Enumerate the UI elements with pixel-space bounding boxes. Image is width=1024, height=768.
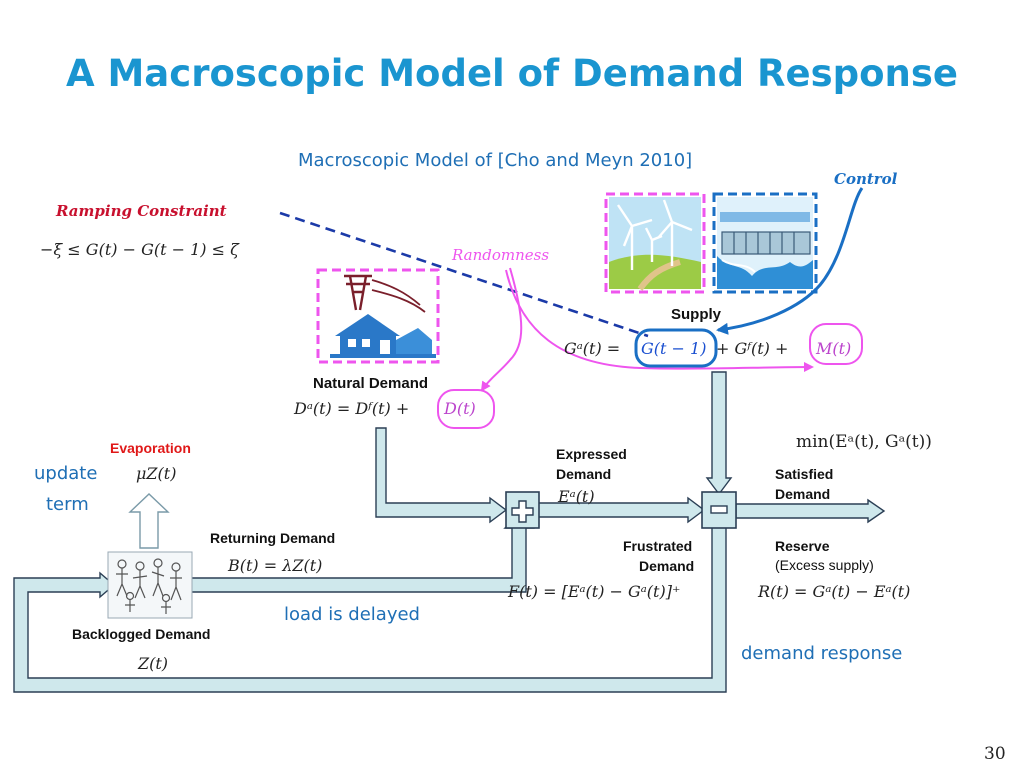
operator-minus-box [701, 491, 737, 529]
slide-title: A Macroscopic Model of Demand Response [65, 52, 959, 95]
expressed-demand-label-1: Expressed [556, 446, 627, 462]
min-equation: min(Eᵃ(t), Gᵃ(t)) [796, 432, 932, 452]
update-arrow [128, 493, 170, 549]
supply-pipe [705, 371, 733, 496]
wind-turbine-icon [604, 192, 706, 294]
supply-equation-lhs: Gᵃ(t) = [564, 339, 621, 358]
m-t-highlight [809, 323, 863, 365]
backlogged-demand-label: Backlogged Demand [72, 626, 211, 642]
evaporation-label: Evaporation [110, 440, 191, 456]
satisfied-demand-label-1: Satisfied [775, 466, 834, 482]
ramping-equation: −ξ ≤ G(t) − G(t − 1) ≤ ζ [40, 240, 239, 259]
returning-demand-label: Returning Demand [210, 530, 336, 546]
returning-demand-pipe [181, 514, 535, 593]
g-t-minus-1-highlight [634, 328, 718, 368]
supply-equation-m: M(t) [816, 339, 852, 358]
supply-equation-mid: + Gᶠ(t) + [716, 339, 789, 358]
load-delayed-note: load is delayed [284, 604, 420, 625]
randomness-annotation: Randomness [452, 246, 550, 264]
frustrated-loop-pipe [13, 526, 727, 693]
slide-subtitle: Macroscopic Model of [Cho and Meyn 2010] [298, 150, 693, 171]
satisfied-demand-label-2: Demand [775, 486, 831, 502]
supply-label: Supply [671, 306, 722, 323]
control-arrow [716, 187, 864, 335]
frustrated-equation: F(t) = [Eᵃ(t) − Gᵃ(t)]⁺ [508, 582, 681, 601]
expressed-demand-pipe [537, 496, 706, 524]
returning-equation: B(t) = λZ(t) [228, 556, 323, 575]
demand-equation-d: D(t) [444, 399, 476, 418]
frustrated-demand-label-1: Frustrated [623, 538, 693, 554]
reserve-sub-label: (Excess supply) [775, 557, 874, 573]
satisfied-demand-pipe [735, 498, 886, 524]
backlog-crowd-icon [107, 551, 193, 619]
page-number: 30 [984, 744, 1006, 764]
backlogged-equation: Z(t) [138, 654, 169, 673]
ramping-dashed-line [279, 211, 649, 338]
flow-pipes [13, 371, 886, 693]
reserve-label: Reserve [775, 538, 830, 554]
reserve-equation: R(t) = Gᵃ(t) − Eᵃ(t) [758, 582, 911, 601]
house-powerline-icon [316, 268, 440, 364]
ramping-constraint-annotation: Ramping Constraint [56, 202, 227, 220]
evaporation-equation: μZ(t) [136, 464, 177, 483]
operator-plus-box [505, 491, 540, 529]
update-note-line2: term [46, 494, 89, 515]
demand-response-note: demand response [741, 643, 903, 664]
update-note-line1: update [34, 463, 98, 484]
d-t-highlight [437, 389, 495, 429]
control-annotation: Control [834, 170, 898, 188]
demand-equation-lhs: Dᵃ(t) = Dᶠ(t) + [294, 399, 410, 418]
natural-demand-pipe [375, 427, 508, 524]
natural-demand-label: Natural Demand [313, 375, 429, 392]
randomness-arrow-supply [505, 269, 814, 373]
expressed-equation: Eᵃ(t) [558, 487, 595, 506]
frustrated-demand-label-2: Demand [639, 558, 695, 574]
expressed-demand-label-2: Demand [556, 466, 612, 482]
hydro-dam-icon [712, 192, 818, 294]
supply-equation-g: G(t − 1) [641, 339, 707, 358]
